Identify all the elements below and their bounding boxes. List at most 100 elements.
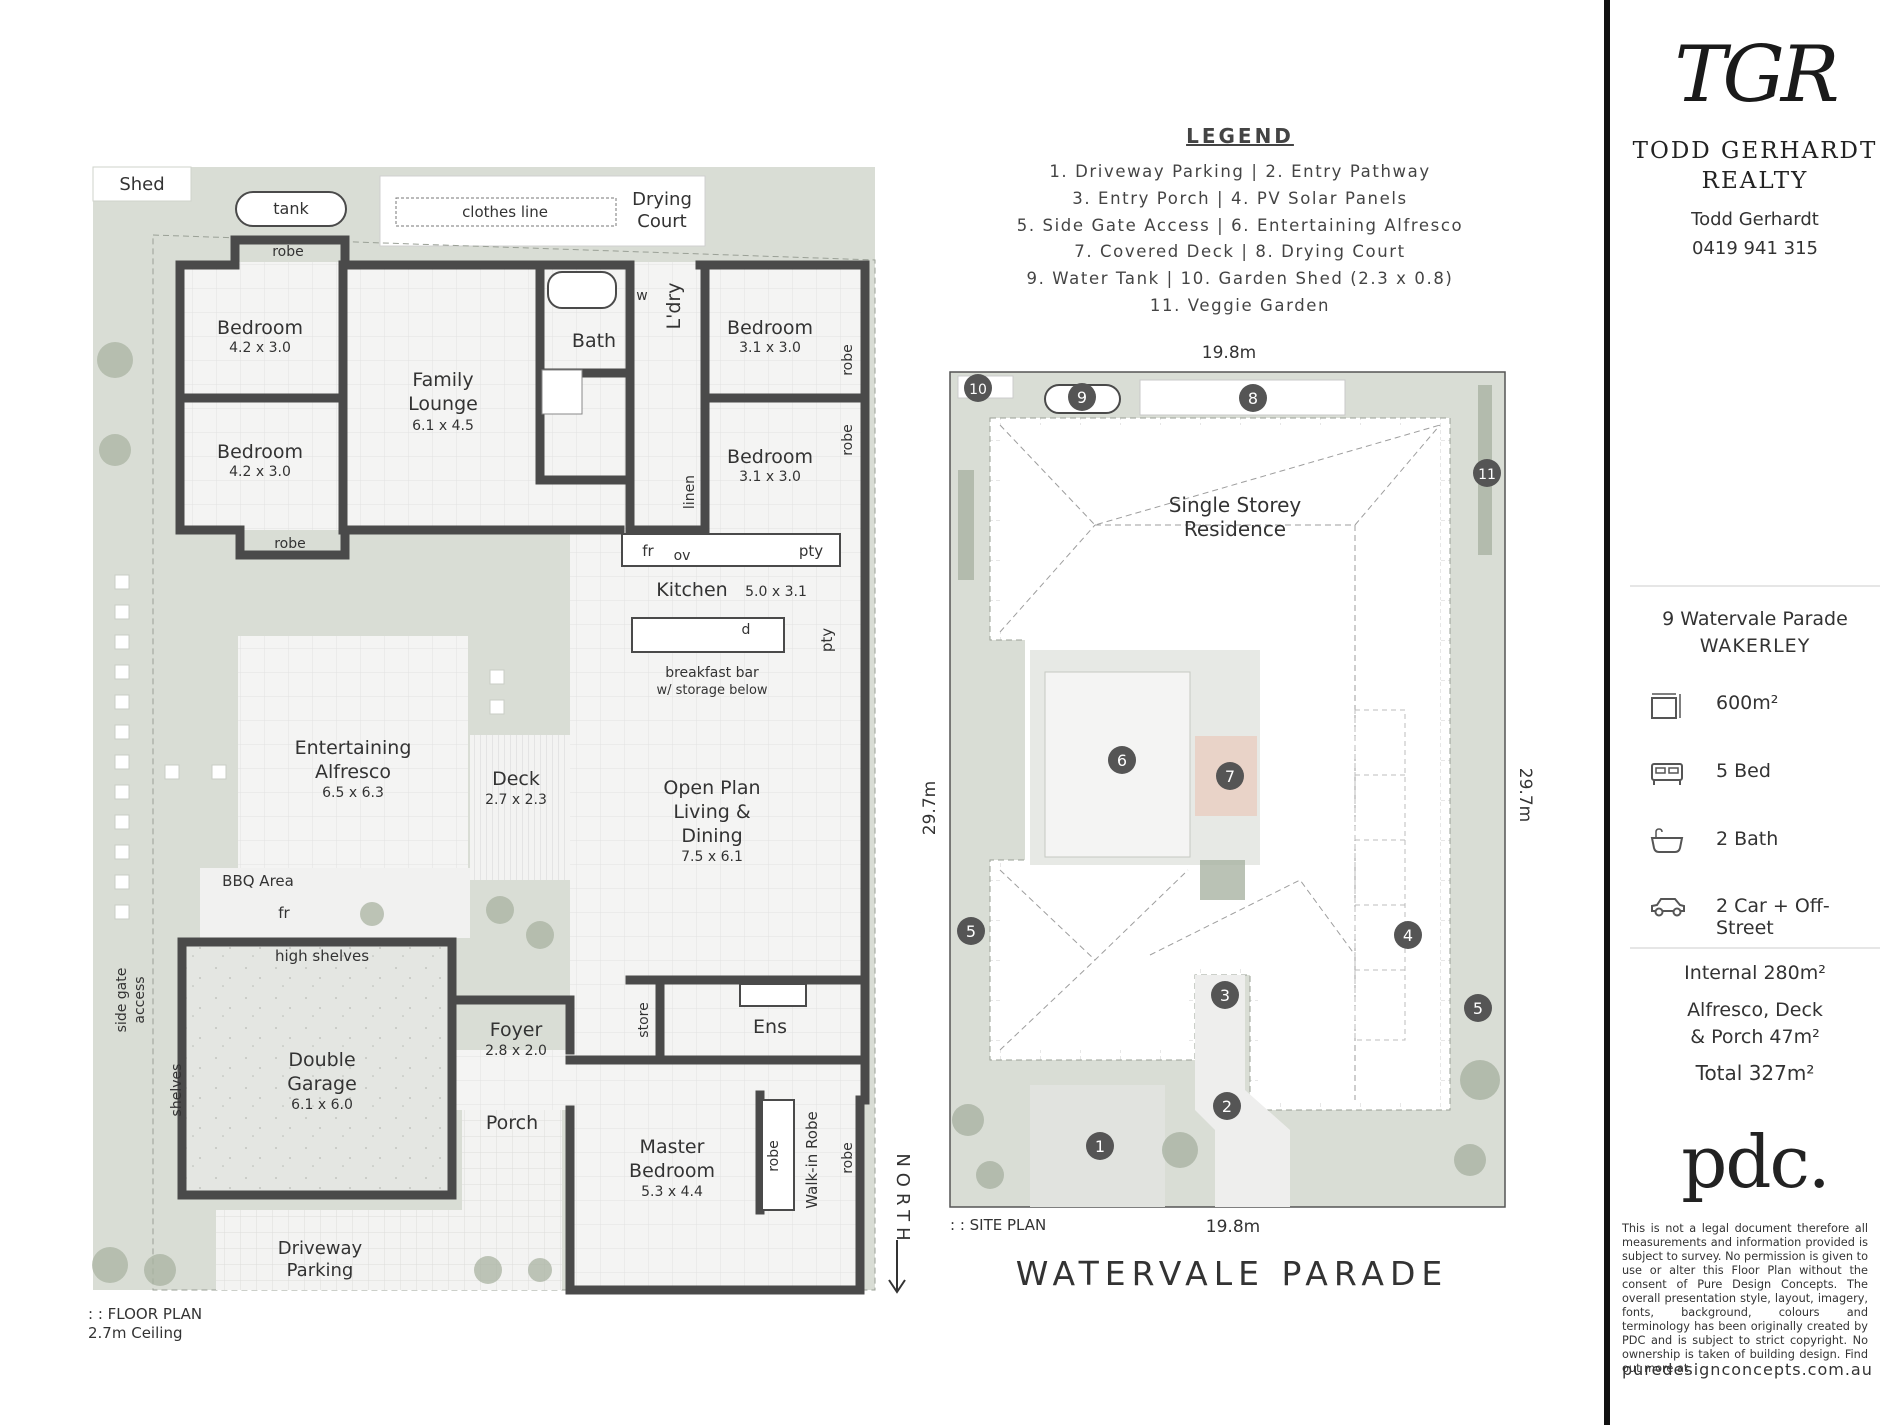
internal-area: Internal 280m² [1684, 962, 1826, 984]
solar-panels [1354, 709, 1406, 1041]
clothes-line-label: clothes line [462, 203, 548, 221]
svg-text:10: 10 [969, 382, 987, 398]
robe-label-bottom: robe [274, 536, 306, 552]
alfresco-label-1: Entertaining [295, 737, 412, 759]
site-depth-right: 29.7m [1515, 768, 1535, 822]
legend-line-3: 5. Side Gate Access | 6. Entertaining Al… [1016, 216, 1464, 235]
svg-text:2: 2 [1222, 1097, 1232, 1116]
bedroom-2-label: Bedroom [217, 441, 303, 463]
clothes-line [395, 197, 617, 227]
marker-5-left: 5 [957, 917, 985, 945]
garage-dim: 6.1 x 6.0 [291, 1097, 353, 1113]
storage-label: w/ storage below [656, 683, 767, 698]
legend-line-6: 11. Veggie Garden [1149, 296, 1331, 315]
stepping-stones [114, 574, 505, 920]
bbq-label: BBQ Area [222, 872, 294, 890]
side-gate-label-2: access [132, 976, 148, 1023]
robe-label-top: robe [272, 244, 304, 260]
floor-plan: Shed tank clothes line Drying Court robe… [88, 166, 913, 1342]
marker-1: 1 [1086, 1132, 1114, 1160]
alfresco-floor [238, 636, 468, 868]
ldry-label: L'dry [663, 283, 685, 330]
entry-pathway [1195, 975, 1290, 1207]
alfresco-dim: 6.5 x 6.3 [322, 785, 384, 801]
pantry-label-1: pty [799, 542, 823, 560]
drying-court-label-2: Court [637, 211, 686, 232]
ceiling-label: 2.7m Ceiling [88, 1324, 182, 1342]
deck-floor [470, 735, 570, 880]
house-floor [180, 262, 865, 1290]
garage-floor [182, 946, 452, 1191]
shed-label: Shed [119, 174, 164, 195]
marker-7: 7 [1216, 762, 1244, 790]
bedroom-4-label: Bedroom [727, 446, 813, 468]
agent-name: Todd Gerhardt [1691, 209, 1819, 230]
family-label-2: Lounge [408, 393, 478, 415]
marker-8: 8 [1239, 384, 1267, 412]
spec-bed: 5 Bed [1650, 754, 1880, 794]
bedroom-3-label: Bedroom [727, 317, 813, 339]
sidebar-rule-2 [1630, 947, 1880, 949]
legend-line-5: 9. Water Tank | 10. Garden Shed (2.3 x 0… [1026, 269, 1454, 288]
outdoor-area-2: & Porch 47m² [1690, 1026, 1820, 1048]
svg-text:3: 3 [1220, 986, 1230, 1005]
living-dim: 7.5 x 6.1 [681, 849, 743, 865]
kitchen-dim: 5.0 x 3.1 [745, 584, 807, 600]
bathtub [547, 271, 617, 309]
marker-10: 10 [964, 374, 992, 402]
master-label-1: Master [640, 1136, 705, 1158]
bedroom-3-dim: 3.1 x 3.0 [739, 340, 801, 356]
floor-and-site-plan: Shed tank clothes line Drying Court robe… [88, 166, 1535, 1342]
driveway [216, 1210, 526, 1290]
svg-text:7: 7 [1225, 767, 1235, 786]
robe-label-right-1: robe [840, 344, 856, 376]
svg-text:11: 11 [1478, 467, 1496, 483]
company-name-2: REALTY [1701, 168, 1809, 194]
legend-line-1: 1. Driveway Parking | 2. Entry Pathway [1049, 162, 1431, 181]
bedroom-1-dim: 4.2 x 3.0 [229, 340, 291, 356]
store-label: store [636, 1002, 652, 1037]
street-name: WATERVALE PARADE [1016, 1254, 1449, 1293]
bedroom-4-dim: 3.1 x 3.0 [739, 469, 801, 485]
floor-plan-caption: : : FLOOR PLAN [88, 1305, 202, 1323]
kitchen-label: Kitchen [656, 579, 727, 601]
water-tank [235, 191, 347, 227]
porch-label: Porch [486, 1112, 538, 1134]
sidebar-rule-1 [1630, 585, 1880, 587]
marker-11: 11 [1473, 459, 1501, 487]
ensuite-vanity [739, 983, 807, 1007]
pdc-logo: pdc. [1681, 1120, 1830, 1204]
master-dim: 5.3 x 4.4 [641, 1184, 703, 1200]
side-gate-label-1: side gate [114, 968, 130, 1033]
spec-bath-text: 2 Bath [1716, 828, 1779, 850]
total-area: Total 327m² [1695, 1061, 1815, 1085]
designer-url[interactable]: puredesignconcepts.com.au [1622, 1360, 1873, 1379]
garage-label-1: Double [288, 1049, 355, 1071]
site-width-top: 19.8m [1202, 343, 1256, 363]
spec-land: 600m² [1650, 686, 1880, 726]
site-plan-caption: : : SITE PLAN [950, 1216, 1046, 1234]
site-plan: 1 2 3 4 5 5 6 7 8 9 10 11 19.8m 19.8m 29… [920, 343, 1535, 1293]
agent-phone[interactable]: 0419 941 315 [1692, 238, 1818, 259]
north-arrow-head [888, 1279, 906, 1294]
foyer-label: Foyer [490, 1019, 543, 1041]
floor-plan-boundary [152, 234, 876, 1291]
svg-text:4: 4 [1403, 926, 1413, 945]
deck-label: Deck [492, 768, 540, 790]
ensuite-label: Ens [753, 1016, 787, 1038]
breakfast-bar [631, 617, 785, 653]
high-shelves-label: high shelves [275, 947, 369, 965]
shelves-label: shelves [169, 1064, 185, 1117]
bed-icon [1651, 763, 1683, 785]
legend-line-2: 3. Entry Porch | 4. PV Solar Panels [1072, 189, 1408, 208]
legend-line-4: 7. Covered Deck | 8. Drying Court [1074, 242, 1406, 261]
shower [541, 369, 583, 415]
washer-label: w [636, 288, 647, 304]
roof-lines [999, 424, 1441, 1100]
marker-3: 3 [1211, 981, 1239, 1009]
living-label-2: Living & [673, 801, 751, 823]
tank-label: tank [273, 199, 309, 218]
residence-label-1: Single Storey [1169, 493, 1302, 517]
bbq-area [200, 868, 470, 938]
land-size-icon [1651, 693, 1681, 719]
